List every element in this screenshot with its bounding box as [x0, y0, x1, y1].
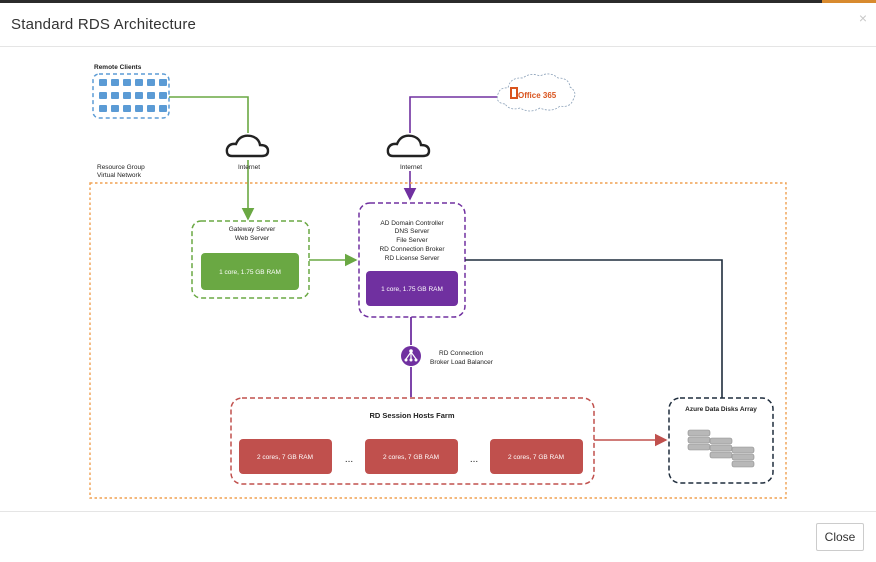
file-server-label: File Server — [396, 237, 428, 244]
remote-clients-label: Remote Clients — [94, 64, 142, 71]
resource-group-label: Resource Group — [97, 164, 145, 171]
modal-footer — [0, 511, 876, 562]
ellipsis: ... — [470, 454, 478, 465]
rd-license-server-label: RD License Server — [385, 255, 440, 262]
gateway-spec-label: 1 core, 1.75 GB RAM — [219, 269, 281, 276]
rds-architecture-diagram: Remote Clients Internet Office 365 — [89, 64, 787, 499]
rd-connection-broker-label: RD Connection Broker — [379, 246, 445, 253]
session-host-block — [365, 439, 458, 474]
window-top-accent — [822, 0, 876, 3]
session-host-block — [490, 439, 583, 474]
cloud-icon — [225, 134, 270, 158]
navy-connector-disks — [465, 259, 723, 398]
green-connector-clients — [169, 96, 249, 133]
purple-connector-office — [409, 96, 501, 133]
virtual-network-label: Virtual Network — [97, 172, 142, 179]
window-top-border — [0, 0, 876, 3]
session-host-label: 2 cores, 7 GB RAM — [383, 454, 439, 461]
azure-disks-label: Azure Data Disks Array — [685, 406, 757, 413]
session-host-block — [239, 439, 332, 474]
modal-title: Standard RDS Architecture — [11, 16, 197, 33]
domain-spec-block — [366, 271, 458, 306]
cloud-icon — [386, 134, 431, 158]
load-balancer-icon — [401, 346, 421, 366]
gateway-server-label: Gateway Server — [229, 226, 276, 233]
svg-text:Office 365: Office 365 — [518, 91, 557, 100]
dns-server-label: DNS Server — [395, 228, 431, 235]
database-icon — [687, 429, 755, 468]
close-button[interactable]: Close — [816, 523, 864, 551]
session-host-label: 2 cores, 7 GB RAM — [508, 454, 564, 461]
session-host-label: 2 cores, 7 GB RAM — [257, 454, 313, 461]
session-farm-title: RD Session Hosts Farm — [369, 411, 454, 420]
close-x-icon[interactable]: × — [858, 10, 867, 26]
ad-domain-controller-label: AD Domain Controller — [380, 220, 444, 227]
domain-spec-label: 1 core, 1.75 GB RAM — [381, 286, 443, 293]
office365-cloud-icon: Office 365 — [496, 73, 576, 112]
internet-left-label: Internet — [238, 164, 260, 171]
ellipsis: ... — [345, 454, 353, 465]
internet-right-label: Internet — [400, 164, 422, 171]
gateway-spec-block — [201, 253, 299, 290]
web-server-label: Web Server — [235, 235, 270, 242]
rd-connection-label: RD Connection — [439, 350, 483, 357]
modal-header: Standard RDS Architecture × — [0, 3, 876, 47]
remote-clients-icon — [92, 73, 170, 119]
broker-load-balancer-label: Broker Load Balancer — [430, 359, 494, 366]
